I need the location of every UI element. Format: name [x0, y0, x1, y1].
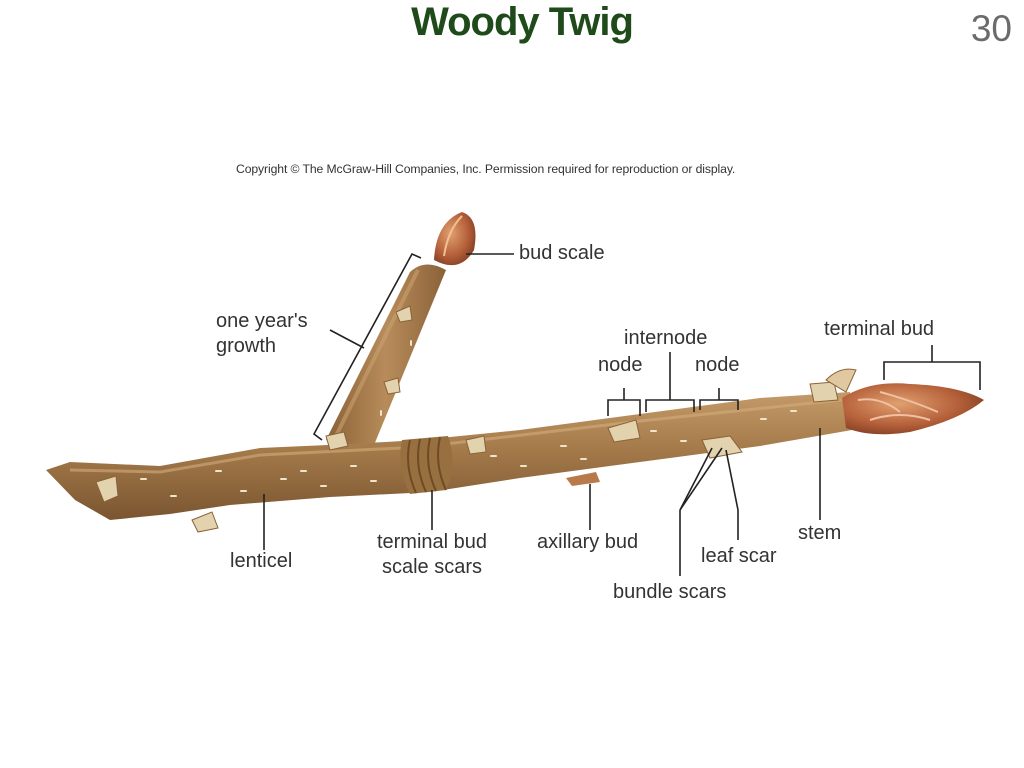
label-stem: stem: [798, 522, 842, 544]
side-branch: [326, 264, 446, 450]
label-leaf-scar: leaf scar: [701, 545, 777, 567]
label-lenticel: lenticel: [230, 550, 293, 572]
main-stem: [46, 392, 852, 520]
label-node-right: node: [695, 354, 740, 376]
slide-title: Woody Twig: [411, 0, 634, 44]
side-branch-bud: [434, 212, 476, 266]
label-bud-scale: bud scale: [519, 242, 605, 264]
label-axillary-bud: axillary bud: [537, 531, 639, 553]
leader-lines: [263, 252, 981, 576]
lenticels: [140, 340, 797, 497]
label-node-left: node: [598, 354, 643, 376]
label-one-years-growth-line1: one year's: [216, 310, 308, 332]
scale-scar-ring: [400, 436, 453, 494]
label-terminal-bud: terminal bud: [824, 318, 935, 340]
label-terminal-bud-scale-scars-line2: scale scars: [381, 556, 483, 578]
leaf-scars: [95, 305, 839, 533]
label-internode: internode: [624, 327, 708, 349]
terminal-bud: [825, 368, 984, 435]
copyright-notice: Copyright © The McGraw-Hill Companies, I…: [236, 162, 736, 176]
label-bundle-scars: bundle scars: [613, 581, 727, 603]
slide-number: 30: [970, 8, 1012, 49]
label-terminal-bud-scale-scars-line1: terminal bud: [376, 531, 488, 553]
axillary-bud: [566, 472, 600, 486]
label-one-years-growth-line2: growth: [216, 335, 277, 357]
